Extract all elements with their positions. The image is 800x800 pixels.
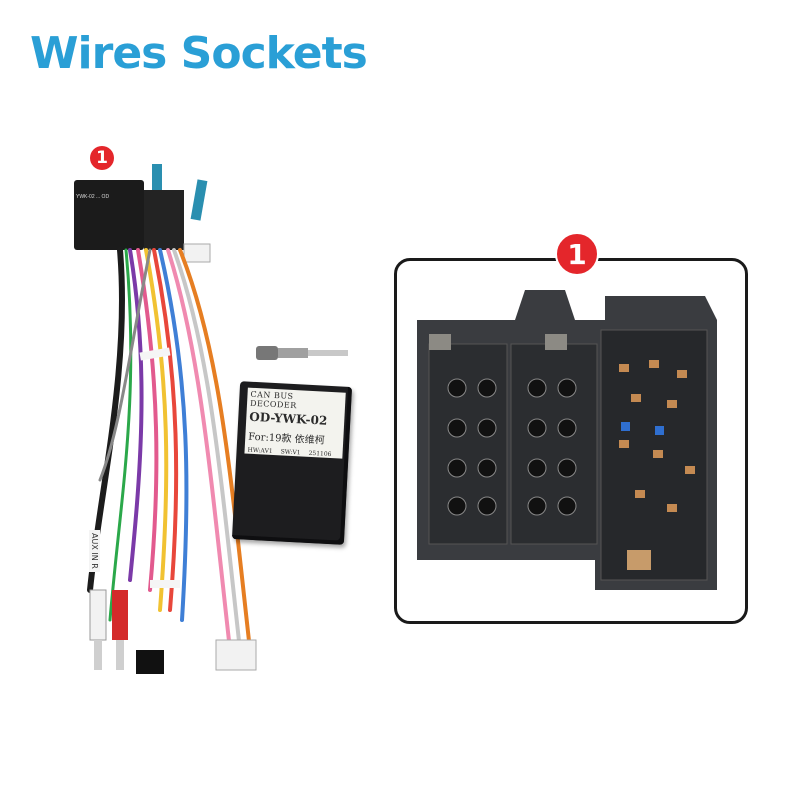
decoder-label-versions: HW:AV1 SW:V1 251106	[247, 447, 339, 459]
aux-label: AUX IN R	[89, 530, 100, 572]
page-title: Wires Sockets	[30, 28, 368, 79]
canbus-decoder-box: CAN BUS DECODER OD-YWK-02 For:19款 依维柯 HW…	[231, 381, 353, 545]
decoder-label-line1: CAN BUS DECODER	[249, 389, 297, 411]
number-badge-right: 1	[555, 232, 599, 276]
decoder-label: CAN BUS DECODER OD-YWK-02 For:19款 依维柯 HW…	[244, 387, 346, 459]
connector-closeup-image	[417, 290, 717, 590]
decoder-label-model: OD-YWK-02	[248, 409, 328, 428]
decoder-sw: SW:V1	[280, 448, 301, 457]
wiring-harness-image	[74, 164, 257, 674]
module-label: YWK-02 ... OD	[76, 194, 110, 200]
number-badge-left: 1	[90, 146, 114, 170]
decoder-hw: HW:AV1	[247, 446, 273, 455]
antenna-adapter-image	[256, 346, 348, 360]
decoder-code: 251106	[308, 449, 332, 459]
decoder-label-vehicle: For:19款 依维柯	[248, 431, 325, 447]
